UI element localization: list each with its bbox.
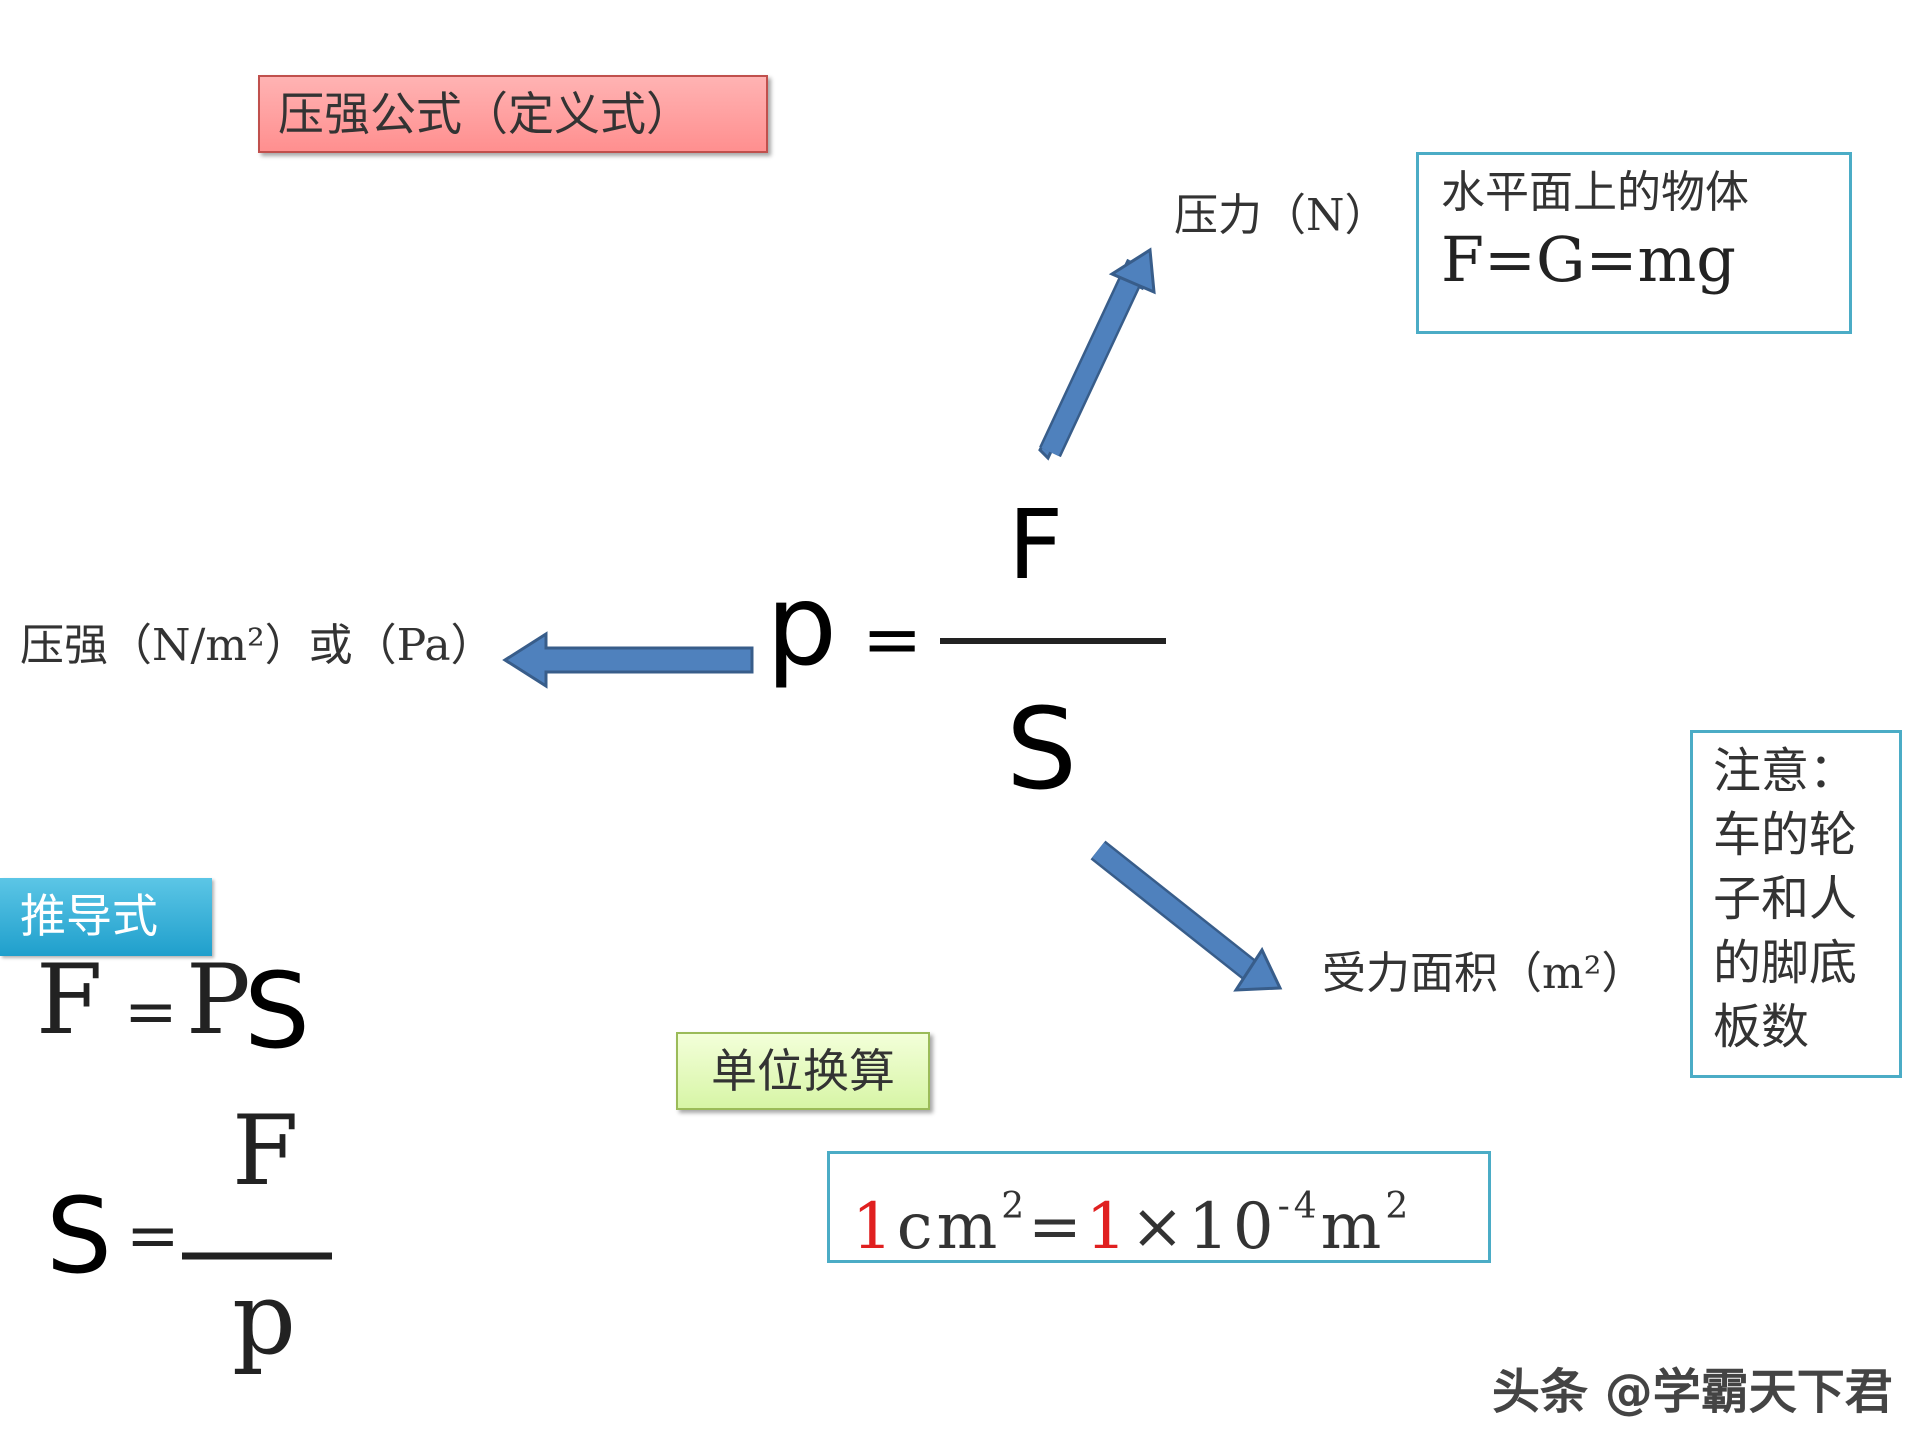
conv-eq: = <box>1028 1190 1086 1264</box>
note-box: 注意： 车的轮 子和人 的脚底 板数 <box>1690 730 1902 1078</box>
conv-m: m <box>1320 1190 1386 1264</box>
conv-sq2: 2 <box>1385 1186 1413 1227</box>
watermark: 头条 @学霸天下君 <box>1492 1364 1893 1420</box>
arrow-up-right-shaft <box>1039 247 1156 458</box>
derive-formula-2: S = F p <box>46 1096 346 1392</box>
derive-f2-numerator: F <box>232 1095 299 1207</box>
force-box-line2: F=G=mg <box>1441 223 1736 296</box>
main-formula-denominator: S <box>1006 685 1078 815</box>
title-box: 压强公式（定义式） <box>258 75 768 153</box>
main-formula-equals: = <box>862 597 923 681</box>
conv-exp: -4 <box>1277 1186 1321 1227</box>
main-formula-p: p <box>766 561 838 691</box>
derive-f2-lhs: S <box>46 1175 113 1297</box>
derive-f1-s: S <box>244 950 311 1072</box>
unit-conversion-box: 1cm2=1×10-4m2 <box>827 1151 1491 1264</box>
derive-f1-p: P <box>186 944 251 1056</box>
conv-one-a: 1 <box>852 1190 897 1264</box>
area-label: 受力面积（m²） <box>1322 948 1646 999</box>
unit-conversion-title: 单位换算 <box>676 1032 930 1110</box>
note-line: 板数 <box>1713 999 1810 1055</box>
derive-f2-denominator: p <box>232 1260 297 1377</box>
note-line: 的脚底 <box>1713 935 1858 991</box>
derive-title-box: 推导式 <box>0 878 212 956</box>
conv-cm: cm <box>896 1190 1002 1264</box>
main-formula-numerator: F <box>1008 489 1064 601</box>
force-box-line1: 水平面上的物体 <box>1441 167 1749 218</box>
arrow-down-right <box>1090 840 1283 992</box>
conv-one-b: 1 <box>1085 1190 1131 1264</box>
derive-f1-eq: = <box>124 975 178 1049</box>
arrow-left <box>502 631 754 689</box>
derive-f1-lhs: F <box>36 944 103 1056</box>
force-info-box: 水平面上的物体 F=G=mg <box>1416 152 1852 334</box>
force-label: 压力（N） <box>1174 190 1389 241</box>
note-line: 子和人 <box>1713 871 1858 927</box>
derive-formula-1: F = P S <box>36 944 336 1066</box>
derive-f2-eq: = <box>126 1199 180 1273</box>
pressure-label: 压强（N/m²）或（Pa） <box>20 620 495 671</box>
conv-times: ×10 <box>1130 1190 1278 1264</box>
conv-sq1: 2 <box>1001 1186 1029 1227</box>
note-line: 注意： <box>1713 743 1858 799</box>
note-line: 车的轮 <box>1713 807 1858 863</box>
